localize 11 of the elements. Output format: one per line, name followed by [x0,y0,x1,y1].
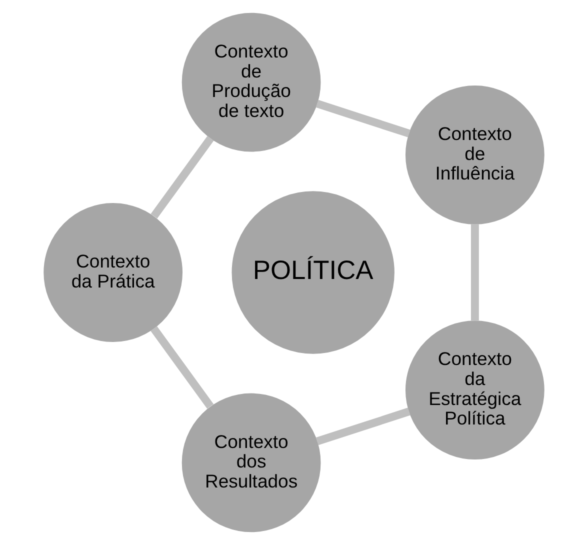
connector [315,100,410,138]
node-circle: Contexto da Prática [43,203,182,342]
connector [150,136,214,219]
node-circle: Contexto dos Resultados [181,393,320,532]
node-circle: Contexto da Estratégica Política [404,320,544,460]
connector [150,326,214,409]
connector [315,408,410,446]
node-circle: Contexto de Influência [404,85,544,224]
node-circle: POLÍTICA [231,191,394,354]
connector [470,224,478,321]
node-circle: Contexto de Produção de texto [181,12,320,152]
